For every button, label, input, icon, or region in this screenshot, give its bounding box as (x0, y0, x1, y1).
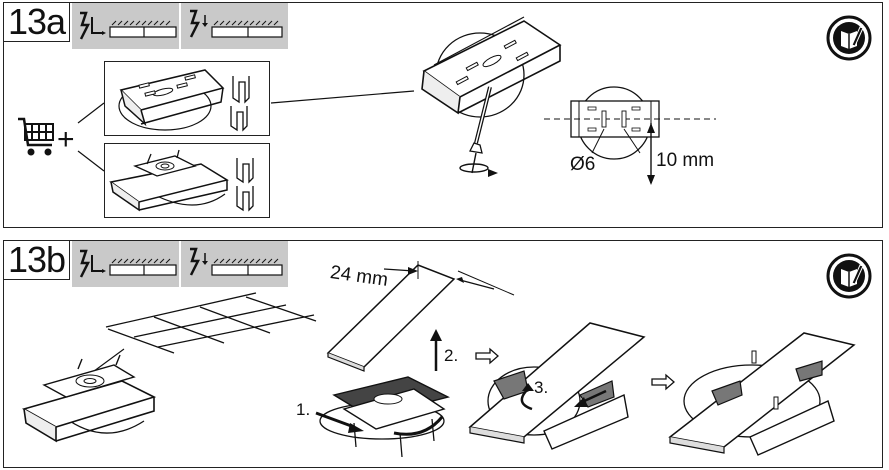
shopping-cart-icon (16, 115, 58, 159)
connector-lines (77, 90, 415, 172)
mounting-bracket-option-2 (104, 143, 270, 218)
read-manual-icon (826, 15, 872, 61)
step-label: 13b (4, 241, 71, 280)
power-off-indicator-strip (72, 3, 288, 49)
power-off-icon (72, 3, 283, 49)
hole-depth-label: 10 mm (656, 150, 715, 171)
power-off-indicator-strip (72, 241, 288, 287)
clamp-bracket-illustration (21, 354, 157, 443)
strip-insert-illustration (468, 322, 646, 450)
ceiling-grid-illustration (85, 292, 317, 378)
step-1-label: 1. (296, 400, 311, 419)
hole-diameter-label: Ø6 (570, 154, 596, 175)
drill-hole-detail (544, 86, 716, 185)
clamp-rotate-illustration (315, 376, 450, 458)
screw-mounting-illustration (421, 16, 562, 177)
step-3-label: 3. (534, 378, 549, 397)
step-13b-panel: 13b (3, 240, 883, 468)
bracket-clamp-illustration (109, 149, 254, 212)
plus-sign: + (57, 123, 75, 156)
installed-strip-illustration (668, 332, 856, 456)
power-off-icon (72, 241, 283, 287)
step-13a-panel: 13a (3, 2, 883, 228)
step-label: 13a (4, 3, 71, 42)
read-manual-icon (826, 253, 872, 299)
bracket-plate-illustration (118, 69, 250, 132)
ceiling-strip-illustration (326, 261, 675, 391)
mounting-bracket-option-1 (104, 61, 270, 136)
step-2-label: 2. (444, 346, 459, 365)
